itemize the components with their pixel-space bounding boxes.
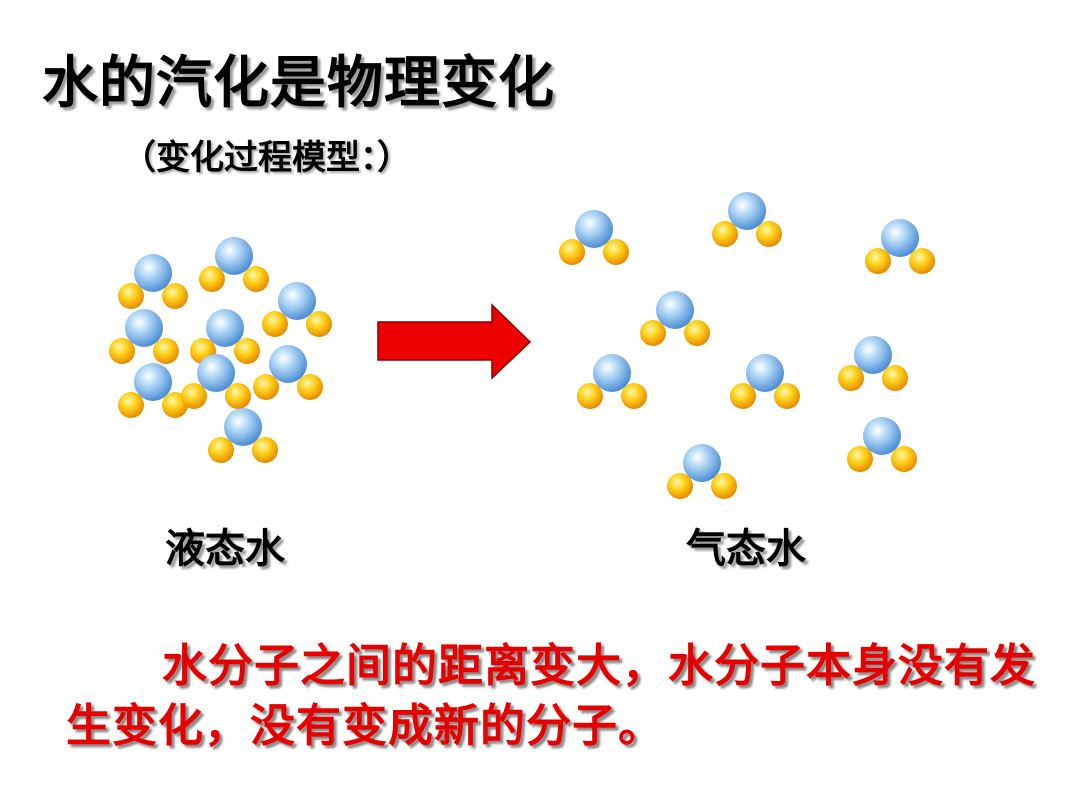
water-molecule-icon bbox=[118, 363, 188, 418]
water-molecule-icon bbox=[208, 408, 278, 463]
slide-subtitle: （变化过程模型：） bbox=[122, 138, 411, 178]
water-molecule-icon bbox=[640, 291, 710, 346]
right-arrow-icon bbox=[377, 303, 532, 380]
water-molecule-icon bbox=[838, 336, 908, 391]
water-molecule-icon bbox=[118, 254, 188, 309]
slide-title: 水的汽化是物理变化 bbox=[42, 51, 555, 116]
gas-water-molecules bbox=[559, 192, 935, 499]
gas-water-label: 气态水 bbox=[686, 526, 806, 572]
liquid-water-label: 液态水 bbox=[165, 526, 285, 572]
water-molecule-icon bbox=[262, 282, 332, 337]
water-molecule-icon bbox=[847, 417, 917, 472]
water-molecule-icon bbox=[190, 309, 260, 364]
liquid-water-molecules bbox=[109, 237, 332, 463]
water-molecule-icon bbox=[199, 237, 269, 292]
conclusion-text: 水分子之间的距离变大，水分子本身没有发生变化，没有变成新的分子。 bbox=[66, 639, 1037, 752]
water-molecule-icon bbox=[712, 192, 782, 247]
water-molecule-icon bbox=[181, 354, 251, 409]
water-molecule-icon bbox=[559, 210, 629, 265]
water-molecule-icon bbox=[577, 354, 647, 409]
water-molecule-icon bbox=[865, 219, 935, 274]
water-molecule-icon bbox=[253, 345, 323, 400]
water-molecule-icon bbox=[667, 444, 737, 499]
water-molecule-icon bbox=[109, 309, 179, 364]
water-molecule-icon bbox=[730, 354, 800, 409]
